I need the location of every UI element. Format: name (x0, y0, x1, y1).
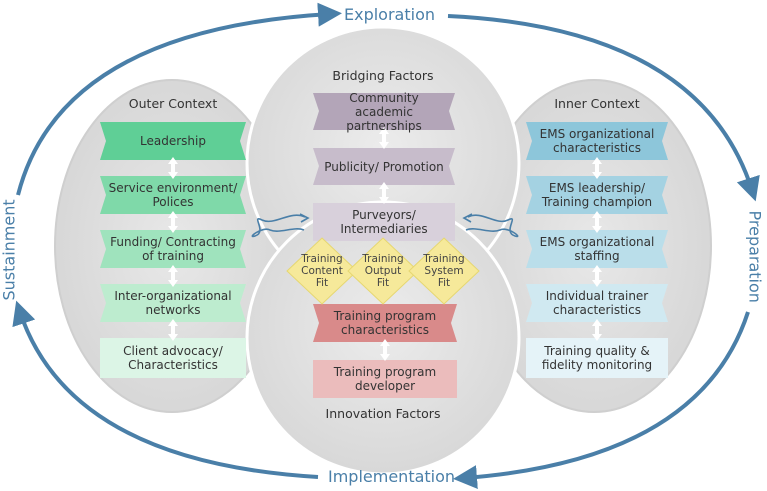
inner-box-bg-1 (526, 122, 668, 160)
inner-box-bg-4 (526, 284, 668, 322)
inner-item-trainer-characteristics: Individual trainer characteristics (545, 289, 649, 317)
fit-diamond-system (408, 237, 480, 305)
fit-label-content: Training Content Fit (301, 253, 343, 289)
left-squiggle-arrowhead (299, 213, 310, 223)
bridging-arrow-2 (379, 182, 389, 204)
inner-context-title: Inner Context (554, 96, 640, 111)
fit-label-output: Training Output Fit (362, 253, 404, 289)
bridging-arrow-1 (379, 127, 389, 149)
right-squiggle-arrowhead (462, 213, 473, 223)
phase-label-implementation: Implementation (328, 467, 456, 486)
outer-arrow-2 (168, 211, 178, 233)
outer-arrow-4 (168, 319, 178, 341)
outer-item-networks: Inter-organizational networks (114, 289, 232, 317)
bridging-box-bg-1 (313, 93, 455, 130)
outer-item-client-advocacy: Client advocacy/ Characteristics (123, 344, 223, 372)
fit-diamonds (286, 237, 480, 305)
outer-context-title: Outer Context (128, 96, 218, 111)
outer-box-bg-1 (100, 122, 246, 160)
innovation-arrow-1 (380, 339, 390, 361)
inner-box-bg-3 (526, 230, 668, 268)
outer-box-bg-3 (100, 230, 246, 268)
fit-diamond-output (347, 237, 419, 305)
outer-item-leadership: Leadership (140, 134, 206, 148)
outer-box-bg-5 (100, 338, 246, 378)
innovation-box-bg-1 (313, 304, 457, 342)
stack-arrows (168, 127, 602, 361)
inner-box-bg-5 (526, 338, 668, 378)
fit-label-system: Training System Fit (423, 253, 465, 289)
bridging-item-publicity: Publicity/ Promotion (324, 159, 444, 174)
left-squiggle-connector (251, 214, 306, 238)
outer-context-stack (100, 122, 246, 378)
inner-arrow-2 (592, 211, 602, 233)
phase-label-exploration: Exploration (344, 5, 435, 24)
inner-arrow-3 (592, 265, 602, 287)
bridging-item-purveyors: Purveyors/ Intermediaries (340, 208, 428, 236)
outer-item-service-environment: Service environment/ Polices (108, 181, 238, 209)
innovation-box-bg-2 (313, 360, 457, 398)
outer-box-bg-2 (100, 176, 246, 214)
outer-item-funding: Funding/ Contracting of training (110, 235, 236, 263)
bridging-box-bg-2 (313, 148, 455, 185)
inner-item-staffing: EMS organizational staffing (539, 235, 655, 263)
cycle-arrow-sustainment (12, 300, 319, 479)
cycle-arrow-implementation (453, 311, 750, 490)
phase-label-sustainment: Sustainment (0, 199, 19, 301)
inner-arrow-4 (592, 319, 602, 341)
outer-arrow-1 (168, 157, 178, 179)
inner-arrow-1 (592, 157, 602, 179)
innovation-stack (313, 304, 457, 398)
outer-box-bg-4 (100, 284, 246, 322)
right-squiggle-connector (465, 214, 519, 238)
inner-box-bg-2 (526, 176, 668, 214)
bridging-factors-title: Bridging Factors (332, 68, 434, 83)
bridging-stack (313, 93, 455, 241)
inner-item-org-characteristics: EMS organizational characteristics (539, 127, 655, 155)
inner-context-stack (526, 122, 668, 378)
innovation-factors-title: Innovation Factors (325, 406, 441, 421)
fit-diamond-content (286, 237, 358, 305)
cycle-arrow-exploration (16, 2, 342, 196)
bridging-box-bg-3 (313, 203, 455, 241)
cycle-arrows (12, 2, 760, 490)
innovation-item-program-characteristics: Training program characteristics (333, 309, 437, 337)
innovation-item-program-developer: Training program developer (333, 365, 437, 393)
inner-item-leadership: EMS leadership/ Training champion (541, 181, 653, 209)
inner-item-fidelity-monitoring: Training quality & fidelity monitoring (541, 344, 653, 372)
bridging-item-partnerships: Community academic partnerships (346, 90, 422, 133)
phase-label-preparation: Preparation (745, 210, 765, 303)
cycle-arrow-preparation (447, 14, 760, 202)
outer-arrow-3 (168, 265, 178, 287)
